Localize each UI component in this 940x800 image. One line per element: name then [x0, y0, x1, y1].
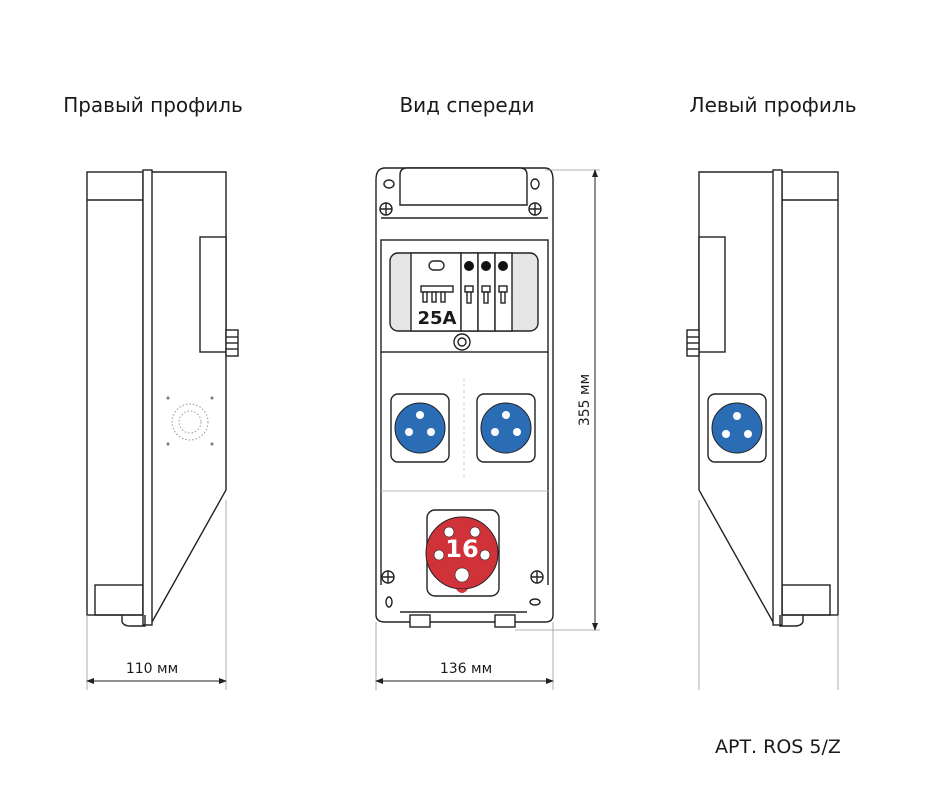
vent-grille [166, 396, 214, 446]
left-profile-title: Левый профиль [689, 93, 857, 117]
socket-rating-label: 16 [445, 535, 479, 563]
depth-dimension: 110 мм [125, 661, 179, 677]
right-profile-drawing [86, 169, 239, 691]
front-view-drawing [375, 167, 600, 690]
article-number: АРТ. ROS 5/Z [715, 736, 841, 758]
width-dimension: 136 мм [439, 661, 493, 677]
left-profile-drawing [686, 169, 839, 691]
front-view-title: Вид спереди [399, 93, 535, 117]
breaker-rating-label: 25A [417, 308, 457, 329]
height-dimension: 355 мм [577, 373, 593, 427]
right-profile-title: Правый профиль [63, 93, 243, 117]
